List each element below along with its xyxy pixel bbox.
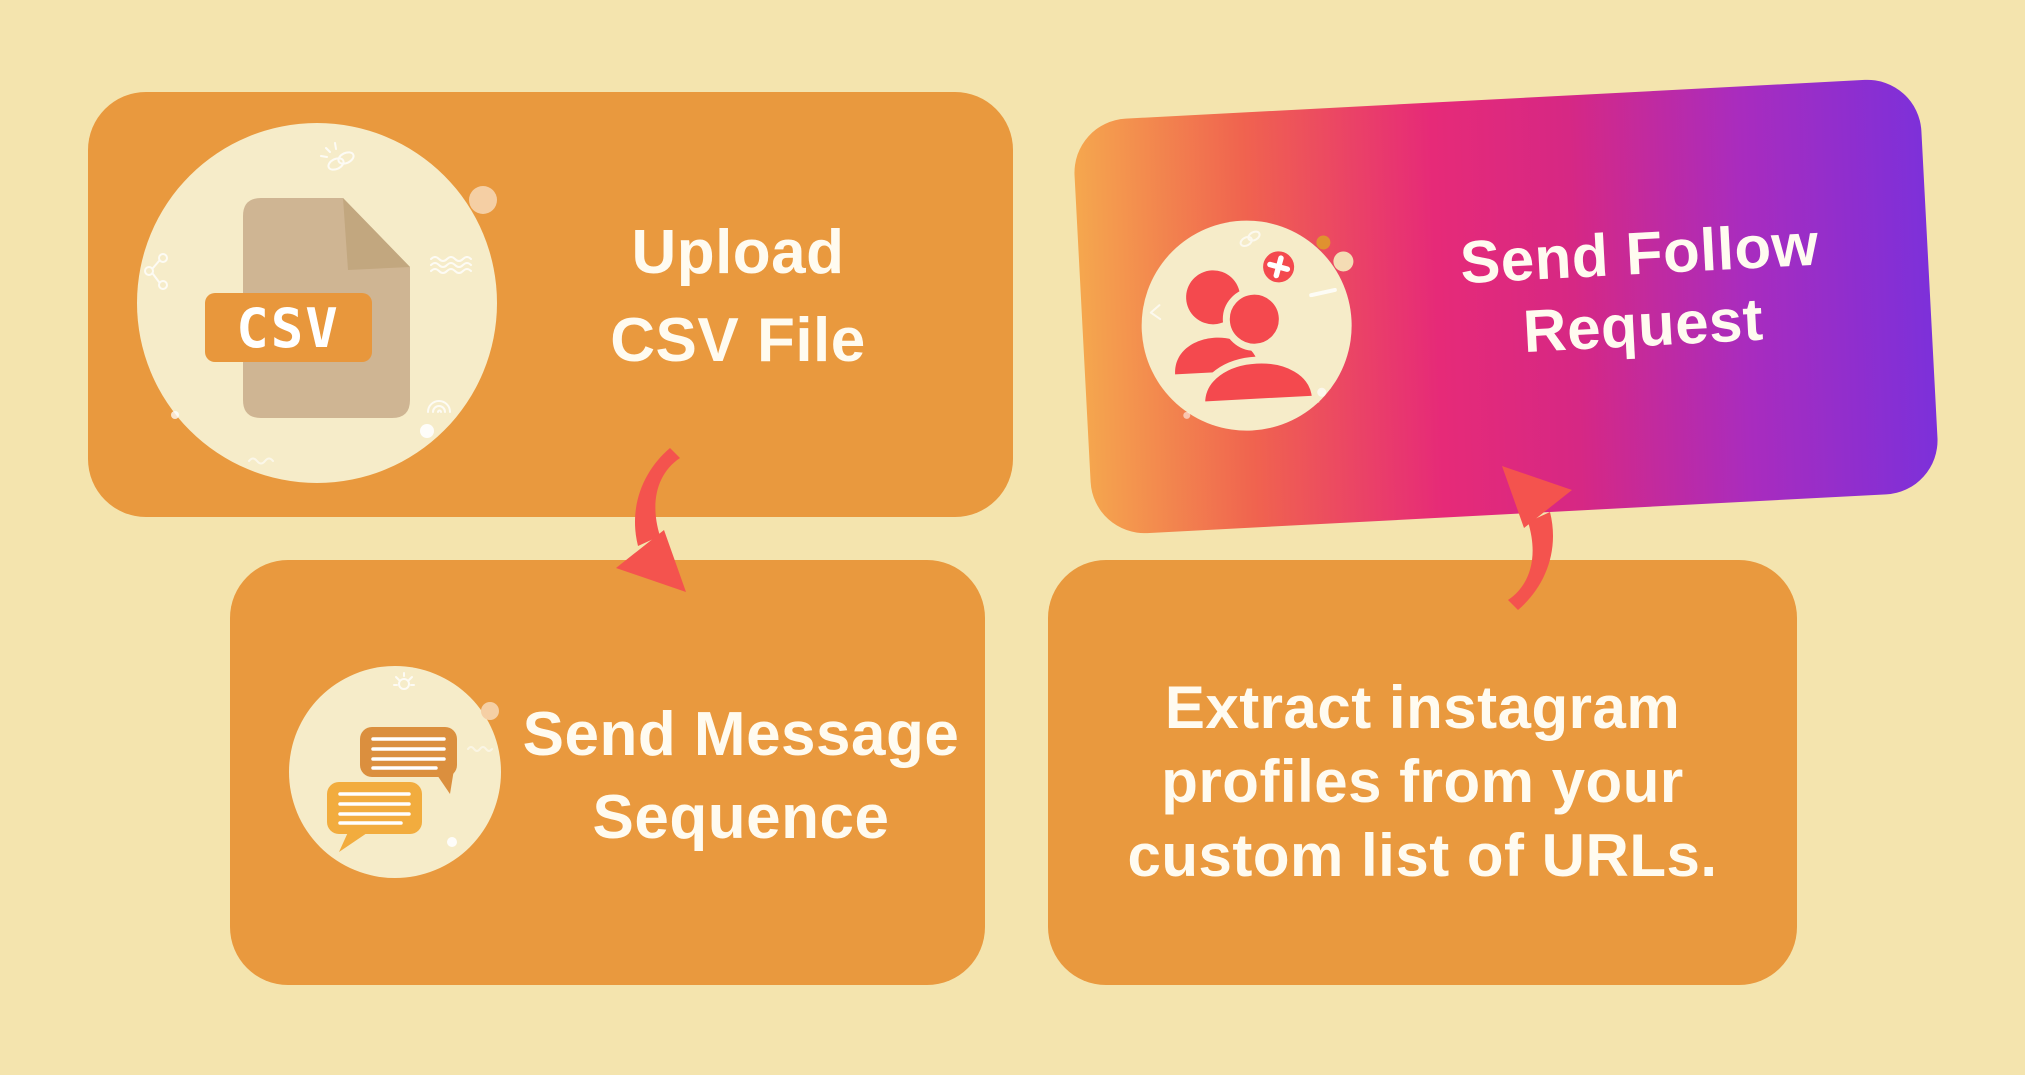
peach-dot: [481, 702, 499, 720]
chat-icon-circle: [289, 666, 501, 878]
chain-sparkle-doodle: [318, 140, 358, 176]
csv-file-icon: CSV: [205, 198, 410, 418]
csv-icon-circle: CSV: [137, 123, 497, 483]
extract-text-line3: custom list of URLs.: [1127, 822, 1718, 889]
send-message-title-line2: Sequence: [592, 783, 890, 852]
card-extract-profiles: Extract instagram profiles from your cus…: [1048, 560, 1797, 985]
cream-dot: [1332, 250, 1354, 272]
card-send-message-sequence: Send Message Sequence: [230, 560, 985, 985]
extract-text-line2: profiles from your: [1161, 748, 1684, 815]
send-message-title: Send Message Sequence: [510, 693, 972, 859]
upload-csv-title-line2: CSV File: [610, 306, 866, 375]
slash-doodle: [1309, 287, 1337, 298]
squiggle-doodle: [248, 456, 280, 466]
curved-arrow-down-icon: [616, 448, 686, 592]
extract-text: Extract instagram profiles from your cus…: [1088, 671, 1757, 893]
send-follow-title: Send Follow Request: [1408, 206, 1875, 374]
peach-dot: [469, 186, 497, 214]
card-upload-csv: CSV Upload CSV File: [88, 92, 1013, 517]
csv-badge-label: CSV: [236, 297, 340, 360]
upload-csv-title: Upload CSV File: [468, 209, 1008, 385]
chevron-doodle: [1147, 303, 1162, 322]
send-message-title-line1: Send Message: [522, 700, 960, 769]
white-dot: [171, 411, 179, 419]
extract-text-line1: Extract instagram: [1164, 674, 1681, 741]
white-dot: [420, 424, 434, 438]
chat-bubbles-icon: [327, 727, 457, 852]
waves-doodle: [430, 255, 482, 275]
chain-doodle: [1237, 228, 1264, 251]
add-user-icon-circle: [1136, 215, 1357, 436]
sun-doodle: [393, 671, 415, 693]
card-send-follow-request: Send Follow Request: [1071, 77, 1941, 536]
share-nodes-doodle: [143, 252, 169, 292]
shell-doodle: [424, 390, 454, 420]
squiggle-doodle: [467, 745, 493, 753]
white-dot: [447, 837, 457, 847]
add-user-icon: [1175, 244, 1320, 409]
upload-csv-title-line1: Upload: [631, 218, 845, 287]
curved-arrow-up-icon: [1502, 466, 1572, 610]
